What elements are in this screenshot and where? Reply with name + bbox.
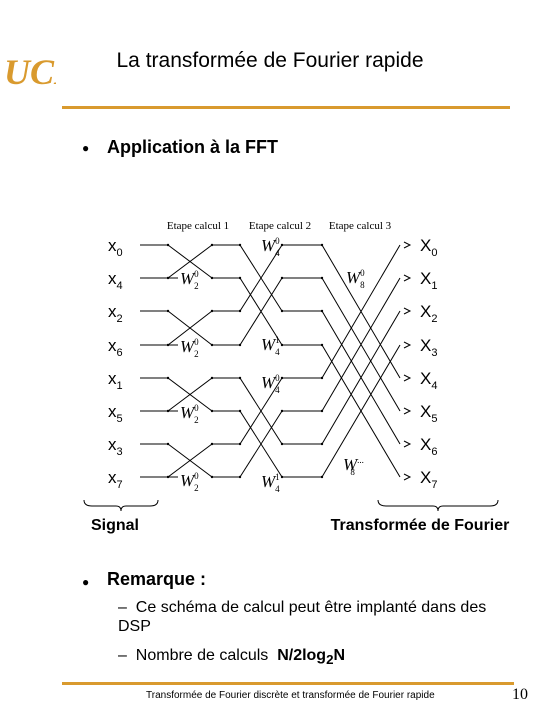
stage-label: Etape calcul 3 [329, 220, 392, 232]
butterfly-line [239, 410, 283, 478]
dash-marker: – [118, 599, 127, 616]
arrow-icon [403, 440, 412, 448]
output-label: X7 [420, 468, 437, 491]
brace-icon [377, 499, 499, 512]
input-label: x4 [108, 269, 123, 292]
input-label: x6 [108, 336, 123, 359]
arrow-icon [403, 341, 412, 349]
sub-item-dsp: – Ce schéma de calcul peut être implanté… [118, 598, 518, 636]
stage-label: Etape calcul 2 [249, 220, 311, 232]
butterfly-line [239, 277, 283, 346]
butterfly-line [321, 277, 401, 412]
butterfly-line [167, 443, 213, 478]
sub-item-calc-text: Nombre de calculs [135, 647, 269, 664]
ucl-logo: UCL [4, 52, 56, 92]
butterfly-line [167, 377, 213, 412]
butterfly-line [167, 310, 213, 346]
output-label: X2 [420, 302, 437, 325]
bullet-application: Application à la FFT [107, 137, 279, 157]
arrow-icon [403, 307, 412, 315]
bullet-icon: ● [82, 141, 90, 155]
arrow-icon [403, 473, 412, 481]
butterfly-line [167, 244, 213, 279]
butterfly-line [321, 344, 401, 478]
arrow-icon [403, 274, 412, 282]
arrow-icon [403, 374, 412, 382]
footer-text: Transformée de Fourier discrète et trans… [146, 690, 435, 701]
input-label: x1 [108, 369, 123, 392]
input-label: x0 [108, 236, 123, 259]
brace-icon [83, 499, 159, 512]
input-label: x2 [108, 302, 123, 325]
page-title: La transformée de Fourier rapide [116, 49, 424, 72]
butterfly-line [321, 244, 401, 379]
calc-formula: N/2log2N [277, 647, 346, 668]
stage-label: Etape calcul 1 [167, 220, 229, 232]
arrow-icon [403, 241, 412, 249]
fourier-transform-label: Transformée de Fourier [330, 517, 510, 534]
signal-label: Signal [90, 517, 139, 534]
output-label: X4 [420, 369, 437, 392]
arrow-icon [403, 407, 412, 415]
page-number: 10 [512, 686, 528, 703]
butterfly-line [321, 310, 401, 445]
input-label: x5 [108, 402, 123, 425]
sub-item-dsp-text: Ce schéma de calcul peut être implanté d… [118, 599, 487, 635]
footer-divider [62, 682, 514, 685]
input-label: x3 [108, 435, 123, 458]
bullet-icon: ● [82, 575, 90, 589]
output-label: X0 [420, 236, 437, 259]
input-label: x7 [108, 468, 123, 491]
butterfly-line [239, 244, 283, 312]
logo-text: UCL [4, 52, 56, 92]
butterfly-line [239, 377, 283, 445]
output-label: X6 [420, 435, 437, 458]
sub-item-calc: – Nombre de calculs N/2log2N [118, 646, 345, 669]
twiddle-factor: W...8 [343, 455, 364, 477]
bullet-remarque: Remarque : [107, 569, 207, 589]
output-label: X3 [420, 336, 437, 359]
output-label: X1 [420, 269, 437, 292]
dash-marker: – [118, 647, 127, 664]
output-label: X5 [420, 402, 437, 425]
title-divider [62, 106, 510, 109]
